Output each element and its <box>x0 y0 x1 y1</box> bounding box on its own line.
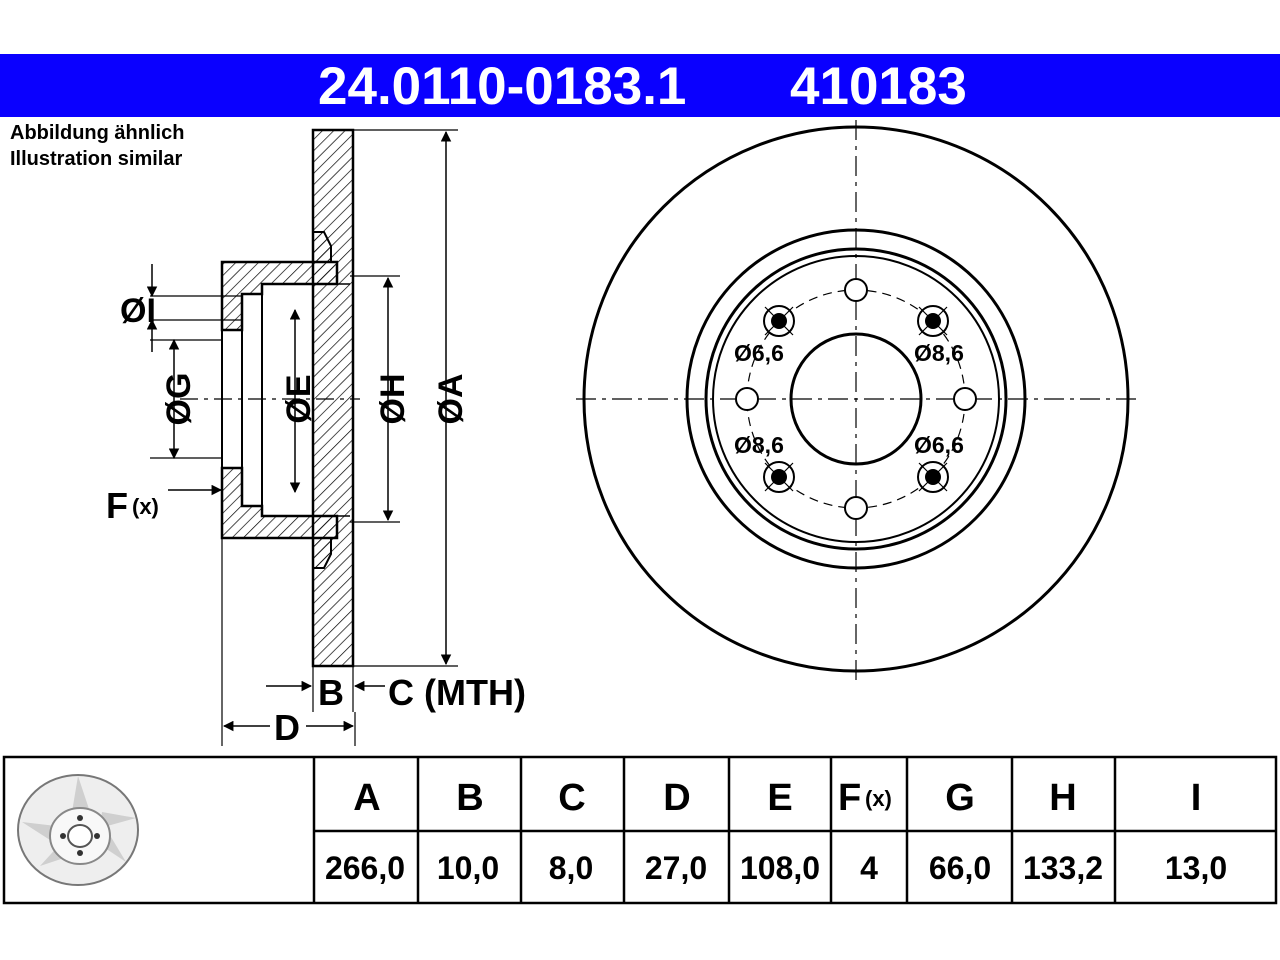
table-header-c: C <box>558 777 585 819</box>
dim-label-f-sub: (x) <box>132 494 159 519</box>
table-header-h: H <box>1049 777 1076 819</box>
dim-label-g: ØG <box>160 373 198 426</box>
table-header-a: A <box>353 777 380 819</box>
threaded-hole-top-right <box>917 305 949 337</box>
dim-label-b: B <box>318 672 344 713</box>
friction-ring <box>311 128 355 668</box>
caption-english: Illustration similar <box>10 148 183 170</box>
dim-label-d: D <box>274 707 300 748</box>
caption-german: Abbildung ähnlich <box>10 122 185 144</box>
dim-label-e: ØE <box>280 374 318 423</box>
table-value-c: 8,0 <box>549 850 593 886</box>
table-value-b: 10,0 <box>437 850 499 886</box>
table-value-e: 108,0 <box>740 850 820 886</box>
threaded-hole-bottom-left <box>763 461 795 493</box>
reference-number: 410183 <box>790 57 967 116</box>
brake-disc-icon <box>17 774 139 886</box>
table-value-i: 13,0 <box>1165 850 1227 886</box>
table-header-b: B <box>456 777 483 819</box>
table-header-f-sub: (x) <box>865 786 892 811</box>
dim-label-c: C (MTH) <box>388 672 526 713</box>
hole-label-top-right: Ø8,6 <box>914 340 964 366</box>
front-view: Ø6,6 Ø8,6 Ø8,6 Ø6,6 <box>576 120 1136 680</box>
threaded-hole-bottom-right <box>917 461 949 493</box>
table-value-f: 4 <box>860 850 878 886</box>
table-header-g: G <box>945 777 975 819</box>
table-value-g: 66,0 <box>929 850 991 886</box>
dim-label-f: F <box>106 485 128 526</box>
table-header-f: F <box>838 777 861 819</box>
hole-label-top-left: Ø6,6 <box>734 340 784 366</box>
table-value-d: 27,0 <box>645 850 707 886</box>
dim-label-h: ØH <box>374 374 412 425</box>
hole-label-bottom-left: Ø8,6 <box>734 432 784 458</box>
table-header-i: I <box>1191 777 1202 819</box>
cross-section-view: ØI ØG ØE ØH ØA F (x) B C (MTH) <box>106 128 526 748</box>
part-number: 24.0110-0183.1 <box>318 57 687 116</box>
table-header-e: E <box>767 777 792 819</box>
title-bar <box>0 54 1280 117</box>
dim-label-i: ØI <box>120 292 156 330</box>
table-header-d: D <box>663 777 690 819</box>
dim-label-a: ØA <box>432 374 470 425</box>
threaded-hole-top-left <box>763 305 795 337</box>
spec-table: A B C D E F (x) G H I 266,0 10,0 8,0 27,… <box>2 755 1278 905</box>
table-value-a: 266,0 <box>325 850 405 886</box>
table-value-h: 133,2 <box>1023 850 1103 886</box>
hole-label-bottom-right: Ø6,6 <box>914 432 964 458</box>
